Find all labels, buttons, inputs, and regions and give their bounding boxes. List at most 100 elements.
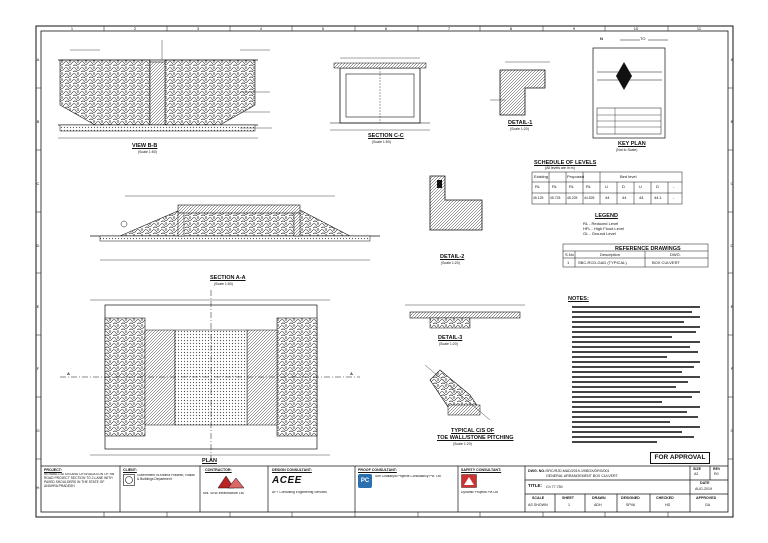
note-line [572, 356, 667, 358]
grid-row-label: C [730, 181, 734, 186]
schedule-header-cell: Proposed [567, 174, 585, 179]
grid-col-label: 10 [633, 26, 639, 31]
note-line [572, 416, 698, 418]
approved-label: APPROVED [696, 496, 717, 500]
designed-label: DESIGNED [621, 496, 640, 500]
reference-cell: BOX CULVERT [652, 260, 680, 265]
rev-label: REV [713, 467, 721, 471]
detail-1-title: DETAIL-1 [508, 120, 533, 126]
view-b-drawing [58, 40, 272, 139]
schedule-cell: 44.1 [654, 195, 662, 200]
client-label: CLIENT: [123, 468, 137, 472]
note-line [572, 376, 700, 378]
note-line [572, 391, 700, 393]
scale-label: SCALE [532, 496, 545, 500]
grid-col-label: 1 [70, 26, 74, 31]
reference-col-header: S.No [565, 252, 574, 257]
title-label: TITLE: [528, 484, 542, 488]
grid-row-label: E [36, 304, 40, 309]
section-cc-scale: (Scale 1:50) [372, 140, 391, 144]
proof-text: Shri Chaitanya Projects Consultancy Pvt.… [375, 475, 442, 478]
scale-value: AS SHOWN [528, 503, 548, 507]
note-line [572, 421, 670, 423]
schedule-cell: U [639, 184, 642, 189]
reference-cell: 1 [567, 260, 570, 265]
view-b-scale: (Scale 1:50) [138, 150, 157, 154]
grid-col-label: 5 [321, 26, 325, 31]
grid-col-label: 7 [447, 26, 451, 31]
section-cc-title: SECTION C-C [368, 133, 404, 139]
note-line [572, 346, 690, 348]
grid-col-label: 11 [696, 26, 702, 31]
section-aa-drawing [90, 195, 380, 261]
grid-row-label: C [36, 181, 40, 186]
grid-row-label: A [36, 57, 40, 62]
grid-row-label: F [730, 366, 734, 371]
dwg-no-label: DWG. NO.: [528, 469, 547, 473]
grid-col-label: 9 [572, 26, 576, 31]
note-line [572, 341, 700, 343]
note-line [572, 401, 662, 403]
detail-2-title: DETAIL-2 [440, 254, 465, 260]
project-text: REHABILITATION AND UPGRADATION OF RB ROA… [44, 473, 115, 488]
project-label: PROJECT: [44, 468, 62, 472]
detail-1-scale: (Scale 1:20) [510, 127, 529, 131]
key-plan-to: TO [640, 36, 646, 41]
grid-row-label: B [730, 119, 734, 124]
grid-row-label: G [36, 428, 40, 433]
detail-2-scale: (Scale 1:20) [441, 261, 460, 265]
contractor-text: M/s. SEW Infrastructure Ltd. [203, 492, 245, 495]
note-line [572, 306, 700, 308]
note-line [572, 436, 694, 438]
note-line [572, 316, 700, 318]
grid-col-label: 2 [133, 26, 137, 31]
note-line [572, 311, 692, 313]
schedule-cell: RL [552, 184, 558, 189]
plan-drawing [60, 290, 360, 460]
note-line [572, 441, 657, 443]
toe-wall-drawing [424, 364, 491, 421]
detail-3-drawing [405, 304, 525, 329]
schedule-cell: RL [535, 184, 541, 189]
key-plan-scale: (Not to Scale) [616, 148, 638, 152]
contractor-logo-icon [217, 475, 245, 489]
proof-label: PROOF CONSULTANT: [358, 468, 397, 472]
title-block-lines [41, 465, 728, 512]
schedule-cell: D [622, 184, 625, 189]
design-text: APT Consulting Engineering Services [272, 491, 327, 494]
reference-table-lines [562, 243, 709, 268]
grid-row-label: H [36, 485, 40, 490]
schedule-cell: RL [569, 184, 575, 189]
schedule-subtitle: (All levels are in m) [545, 166, 575, 170]
dwg-no-value: SRC/RJD-MAD/2019-19/BOX/DRG/001 [546, 469, 610, 473]
note-line [572, 351, 698, 353]
section-aa-scale: (Scale 1:50) [214, 282, 233, 286]
checked-value: HD [665, 503, 671, 507]
checked-label: CHECKED [656, 496, 674, 500]
schedule-table-lines [531, 171, 683, 205]
sheet-label: SHEET [562, 496, 574, 500]
note-line [572, 411, 687, 413]
plan-title: PLAN [202, 458, 217, 464]
schedule-cell: 44 [639, 195, 644, 200]
designed-value: SPVA [626, 503, 636, 507]
reference-col-header: Description [600, 252, 621, 257]
schedule-cell: - [673, 195, 675, 200]
note-line [572, 381, 688, 383]
section-aa-title: SECTION A-A [210, 275, 246, 281]
schedule-cell: 44.525 [584, 196, 595, 200]
schedule-cell: 45.225 [567, 196, 578, 200]
size-value: A3 [694, 472, 699, 476]
plan-section-marker: A [67, 371, 70, 376]
note-line [572, 406, 700, 408]
schedule-header-cell: Bed level [620, 174, 637, 179]
drawn-label: DRAWN [592, 496, 606, 500]
design-logo: ACEE [272, 475, 306, 486]
reference-title: REFERENCE DRAWINGS [615, 246, 681, 252]
schedule-cell: 44 [622, 195, 627, 200]
design-label: DESIGN CONSULTANT: [272, 468, 312, 472]
legend-title: LEGEND [595, 213, 618, 219]
schedule-cell: 45.725 [550, 196, 561, 200]
